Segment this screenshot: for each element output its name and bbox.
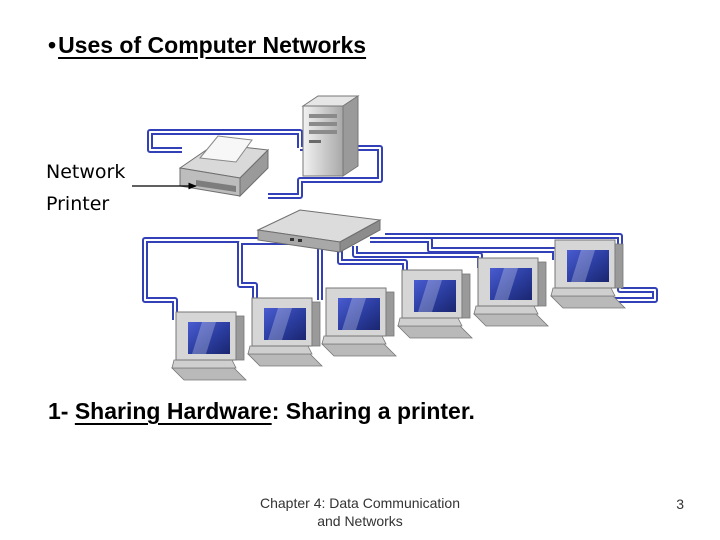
workstation: [171, 311, 247, 381]
printer-icon: [178, 135, 270, 198]
title-bullet: •: [48, 32, 57, 58]
network-diagram: Network Printer: [46, 95, 658, 381]
diagram-label-printer: Printer: [46, 193, 109, 215]
hub-icon: [256, 209, 382, 253]
slide-caption: 1- Sharing Hardware: Sharing a printer.: [48, 398, 475, 425]
workstation: [321, 287, 397, 357]
footer-chapter: Chapter 4: Data Communication and Networ…: [230, 494, 490, 530]
server-tower: [301, 95, 360, 177]
diagram-label-network: Network: [46, 161, 125, 183]
footer-line-2: and Networks: [317, 513, 403, 529]
workstation: [550, 239, 626, 309]
caption-rest: Sharing a printer.: [285, 398, 475, 424]
workstation: [397, 269, 473, 339]
caption-term: Sharing Hardware: [74, 398, 272, 424]
footer-line-1: Chapter 4: Data Communication: [260, 495, 460, 511]
slide-number: 3: [676, 496, 684, 512]
workstation: [247, 297, 323, 367]
caption-number: 1-: [48, 398, 69, 424]
workstation: [473, 257, 549, 327]
title-text: Uses of Computer Networks: [58, 32, 367, 58]
caption-separator: :: [271, 398, 280, 424]
slide-title: •Uses of Computer Networks: [48, 32, 366, 59]
